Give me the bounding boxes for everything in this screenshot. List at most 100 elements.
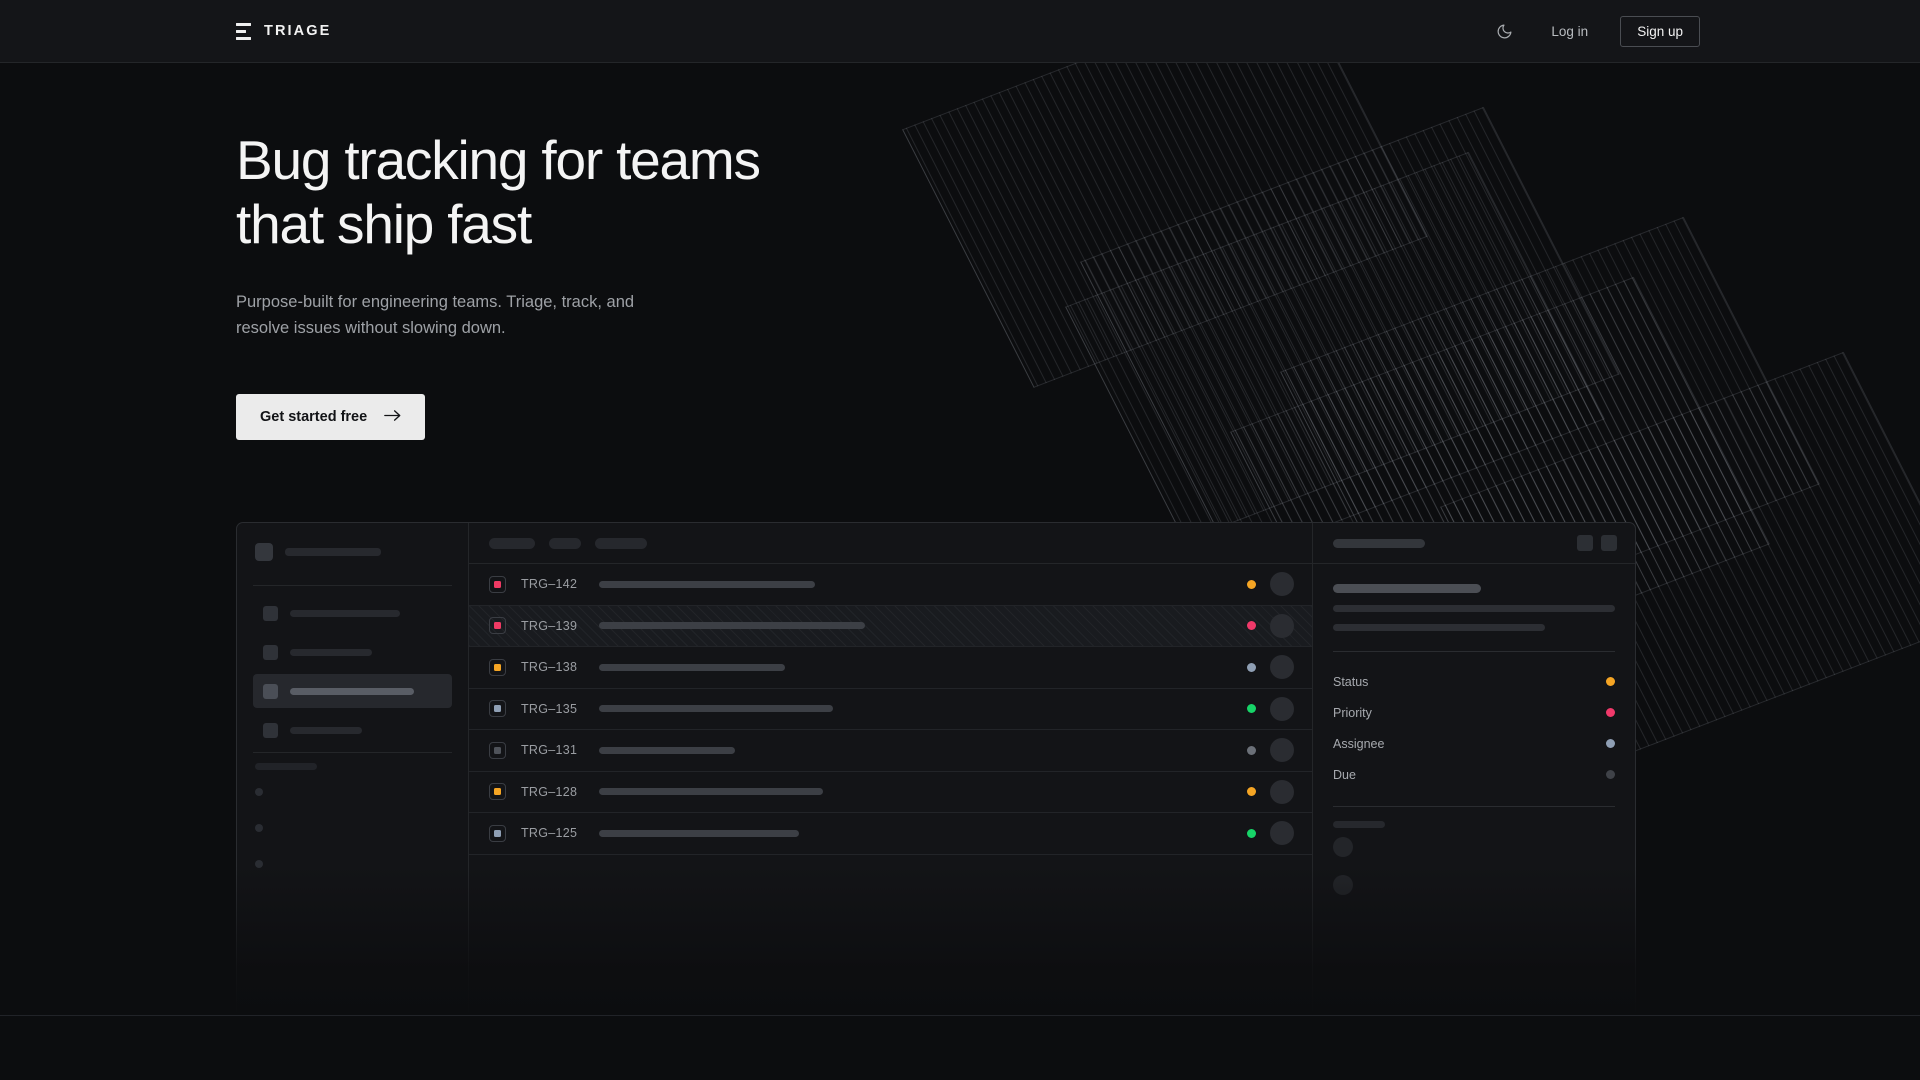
sidebar-group-title-placeholder <box>255 763 317 770</box>
detail-header-placeholder <box>1333 538 1425 548</box>
priority-icon <box>489 617 506 635</box>
avatar <box>1270 655 1294 680</box>
table-row[interactable]: TRG–142 <box>469 564 1312 606</box>
priority-icon <box>489 824 506 842</box>
detail-field-due[interactable]: Due <box>1333 759 1615 790</box>
sidebar-subitem-3[interactable] <box>253 846 452 882</box>
sidebar-subitem-2[interactable] <box>253 810 452 846</box>
status-dot <box>1247 662 1256 672</box>
moon-icon[interactable] <box>1487 14 1521 48</box>
hero-section: Bug tracking for teams that ship fast Pu… <box>0 63 1920 441</box>
bullet-icon <box>255 824 263 832</box>
avatar <box>1270 572 1294 597</box>
issue-list-toolbar <box>469 523 1312 564</box>
activity-title-placeholder <box>1333 821 1385 828</box>
arrow-right-icon <box>384 409 401 426</box>
nav-icon <box>263 683 278 699</box>
sidebar-item-label <box>290 687 414 695</box>
issue-id: TRG–139 <box>521 618 578 633</box>
detail-field-label: Priority <box>1333 705 1372 720</box>
status-badge <box>1606 739 1615 748</box>
sidebar-item-label <box>290 726 362 734</box>
issue-title-placeholder <box>599 622 865 630</box>
avatar <box>1270 613 1294 638</box>
sidebar-item-3-active[interactable] <box>253 674 452 708</box>
issue-title-placeholder <box>599 829 799 837</box>
status-badge <box>1606 708 1615 717</box>
issue-title-placeholder <box>599 746 735 754</box>
nav-icon <box>263 644 278 660</box>
table-row[interactable]: TRG–135 <box>469 689 1312 730</box>
sidebar-item-4[interactable] <box>253 713 452 747</box>
mock-sidebar <box>237 523 469 1015</box>
detail-field-assignee[interactable]: Assignee <box>1333 728 1615 759</box>
detail-field-priority[interactable]: Priority <box>1333 697 1615 728</box>
table-row[interactable]: TRG–131 <box>469 730 1312 772</box>
status-dot <box>1247 579 1256 589</box>
status-dot <box>1247 745 1256 755</box>
activity-row <box>1333 828 1615 866</box>
issue-title-placeholder <box>599 788 823 796</box>
toolbar-chip-1[interactable] <box>489 537 535 549</box>
hero-subtitle-line-2: resolve issues without slowing down. <box>236 319 506 338</box>
status-badge <box>1606 770 1615 779</box>
issue-list-panel: TRG–142 TRG–139 TRG–138 <box>469 523 1313 1015</box>
priority-icon <box>489 783 506 801</box>
signup-button[interactable]: Sign up <box>1620 15 1700 47</box>
toolbar-chip-2[interactable] <box>549 537 581 549</box>
nav-icon <box>263 605 278 621</box>
issue-id: TRG–125 <box>521 826 578 841</box>
nav-icon <box>263 722 278 738</box>
mock-workspace-switcher[interactable] <box>253 523 452 581</box>
header-actions: Log in Sign up <box>1487 14 1700 48</box>
table-row[interactable]: TRG–139 <box>469 605 1312 647</box>
status-dot <box>1247 621 1256 631</box>
detail-action-button-2[interactable] <box>1601 535 1617 551</box>
table-row[interactable]: TRG–128 <box>469 772 1312 813</box>
sidebar-subitem-1[interactable] <box>253 774 452 810</box>
workspace-name-placeholder <box>285 548 381 556</box>
detail-title-placeholder <box>1333 584 1481 593</box>
divider <box>1333 651 1615 652</box>
cta-label: Get started free <box>260 409 368 426</box>
avatar <box>1333 837 1353 857</box>
avatar <box>1333 875 1353 895</box>
priority-icon <box>489 741 506 759</box>
detail-field-label: Status <box>1333 674 1369 689</box>
get-started-button[interactable]: Get started free <box>236 394 426 441</box>
table-row[interactable]: TRG–138 <box>469 647 1312 689</box>
bullet-icon <box>255 788 263 796</box>
login-link[interactable]: Log in <box>1551 23 1589 39</box>
detail-body: Status Priority Assignee Due <box>1313 564 1635 904</box>
stacked-bars-logo-icon <box>236 22 251 40</box>
divider <box>253 585 452 586</box>
app-preview-mockup: TRG–142 TRG–139 TRG–138 <box>236 522 1636 1015</box>
detail-field-label: Due <box>1333 767 1356 782</box>
sidebar-item-2[interactable] <box>253 635 452 669</box>
divider <box>1333 806 1615 807</box>
hero-subtitle: Purpose-built for engineering teams. Tri… <box>236 289 706 342</box>
toolbar-chip-3[interactable] <box>595 537 647 549</box>
avatar <box>1270 738 1294 763</box>
issue-id: TRG–131 <box>521 743 578 758</box>
bullet-icon <box>255 860 263 868</box>
status-badge <box>1606 677 1615 686</box>
brand-logo[interactable]: TRIAGE <box>236 22 331 40</box>
issue-title-placeholder <box>599 580 815 588</box>
hero-subtitle-line-1: Purpose-built for engineering teams. Tri… <box>236 292 635 311</box>
avatar <box>1270 696 1294 721</box>
sidebar-item-label <box>290 648 372 656</box>
detail-field-label: Assignee <box>1333 736 1385 751</box>
issue-title-placeholder <box>599 705 833 713</box>
table-row[interactable]: TRG–125 <box>469 813 1312 855</box>
detail-field-status[interactable]: Status <box>1333 666 1615 697</box>
workspace-avatar <box>255 543 273 561</box>
detail-description-line <box>1333 624 1545 631</box>
footer-divider <box>0 1015 1920 1016</box>
priority-icon <box>489 700 506 718</box>
issue-id: TRG–138 <box>521 660 578 675</box>
detail-action-button-1[interactable] <box>1577 535 1593 551</box>
sidebar-item-label <box>290 609 400 617</box>
sidebar-item-1[interactable] <box>253 596 452 630</box>
